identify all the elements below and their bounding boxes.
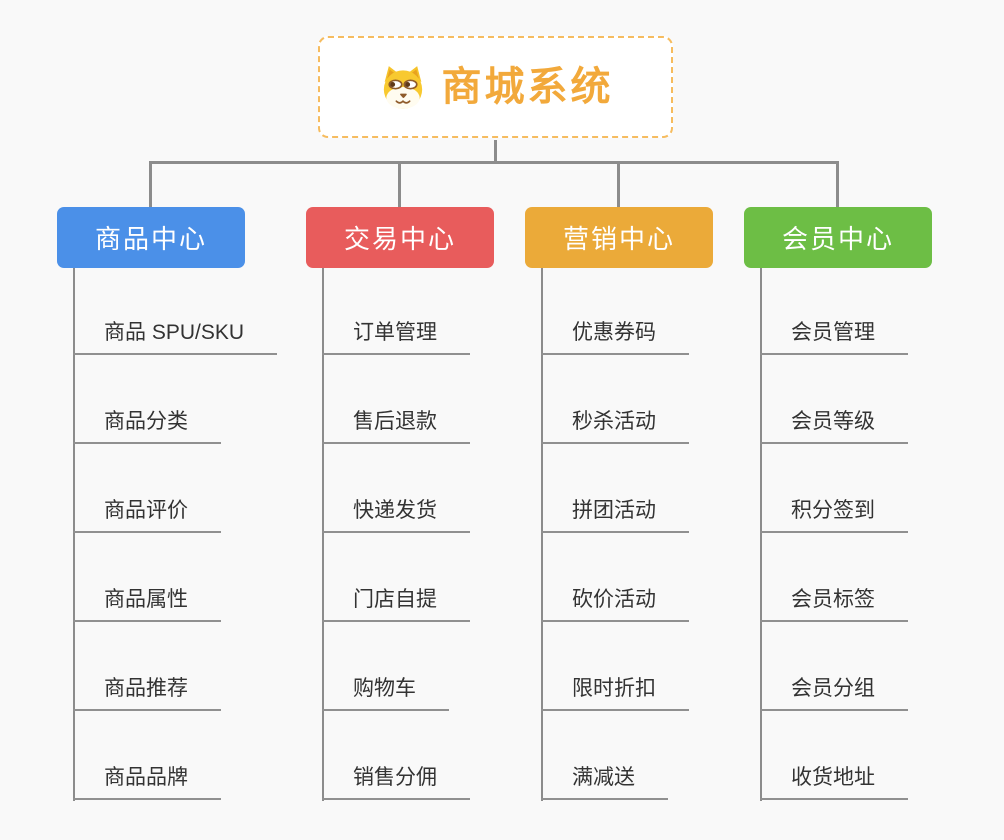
leaf-node[interactable]: 拼团活动 <box>541 491 689 533</box>
leaf-node[interactable]: 销售分佣 <box>322 758 470 800</box>
leaf-node[interactable]: 优惠券码 <box>541 313 689 355</box>
branch-connector-drop <box>617 161 620 207</box>
leaf-node[interactable]: 会员标签 <box>760 580 908 622</box>
branch-node-trade[interactable]: 交易中心 <box>306 207 494 268</box>
leaf-node[interactable]: 门店自提 <box>322 580 470 622</box>
leaf-node[interactable]: 商品品牌 <box>73 758 221 800</box>
leaf-node[interactable]: 商品 SPU/SKU <box>73 313 278 355</box>
leaf-node[interactable]: 商品分类 <box>73 402 221 444</box>
leaf-node[interactable]: 快递发货 <box>322 491 470 533</box>
leaf-node[interactable]: 商品推荐 <box>73 669 221 711</box>
branch-column-marketing: 营销中心 优惠券码 秒杀活动 拼团活动 砍价活动 限时折扣 满减送 <box>525 207 795 807</box>
root-node[interactable]: 商城系统 <box>318 36 673 138</box>
branch-column-members: 会员中心 会员管理 会员等级 积分签到 会员标签 会员分组 收货地址 <box>744 207 1004 807</box>
leaf-node[interactable]: 限时折扣 <box>541 669 689 711</box>
leaf-node[interactable]: 会员管理 <box>760 313 908 355</box>
branch-node-products[interactable]: 商品中心 <box>57 207 245 268</box>
children-connector-line <box>541 268 543 801</box>
branch-node-marketing[interactable]: 营销中心 <box>525 207 713 268</box>
root-connector-stub <box>494 140 497 162</box>
leaf-node[interactable]: 商品评价 <box>73 491 221 533</box>
leaf-node[interactable]: 商品属性 <box>73 580 221 622</box>
leaf-node[interactable]: 收货地址 <box>760 758 908 800</box>
branch-connector-drop <box>149 161 152 207</box>
branch-column-products: 商品中心 商品 SPU/SKU 商品分类 商品评价 商品属性 商品推荐 商品品牌 <box>57 207 327 807</box>
leaf-node[interactable]: 售后退款 <box>322 402 470 444</box>
children-connector-line <box>73 268 75 801</box>
children-connector-line <box>760 268 762 801</box>
children-connector-line <box>322 268 324 801</box>
branch-connector-drop <box>836 161 839 207</box>
branch-node-members[interactable]: 会员中心 <box>744 207 932 268</box>
leaf-node[interactable]: 订单管理 <box>322 313 470 355</box>
root-node-label: 商城系统 <box>441 65 614 109</box>
shiba-dog-icon <box>383 66 422 109</box>
leaf-node[interactable]: 满减送 <box>541 758 668 800</box>
leaf-node[interactable]: 积分签到 <box>760 491 908 533</box>
branch-column-trade: 交易中心 订单管理 售后退款 快递发货 门店自提 购物车 销售分佣 <box>306 207 576 807</box>
branch-connector-rail <box>149 161 839 164</box>
leaf-node[interactable]: 会员分组 <box>760 669 908 711</box>
leaf-node[interactable]: 会员等级 <box>760 402 908 444</box>
branch-connector-drop <box>398 161 401 207</box>
leaf-node[interactable]: 秒杀活动 <box>541 402 689 444</box>
leaf-node[interactable]: 砍价活动 <box>541 580 689 622</box>
leaf-node[interactable]: 购物车 <box>322 669 449 711</box>
